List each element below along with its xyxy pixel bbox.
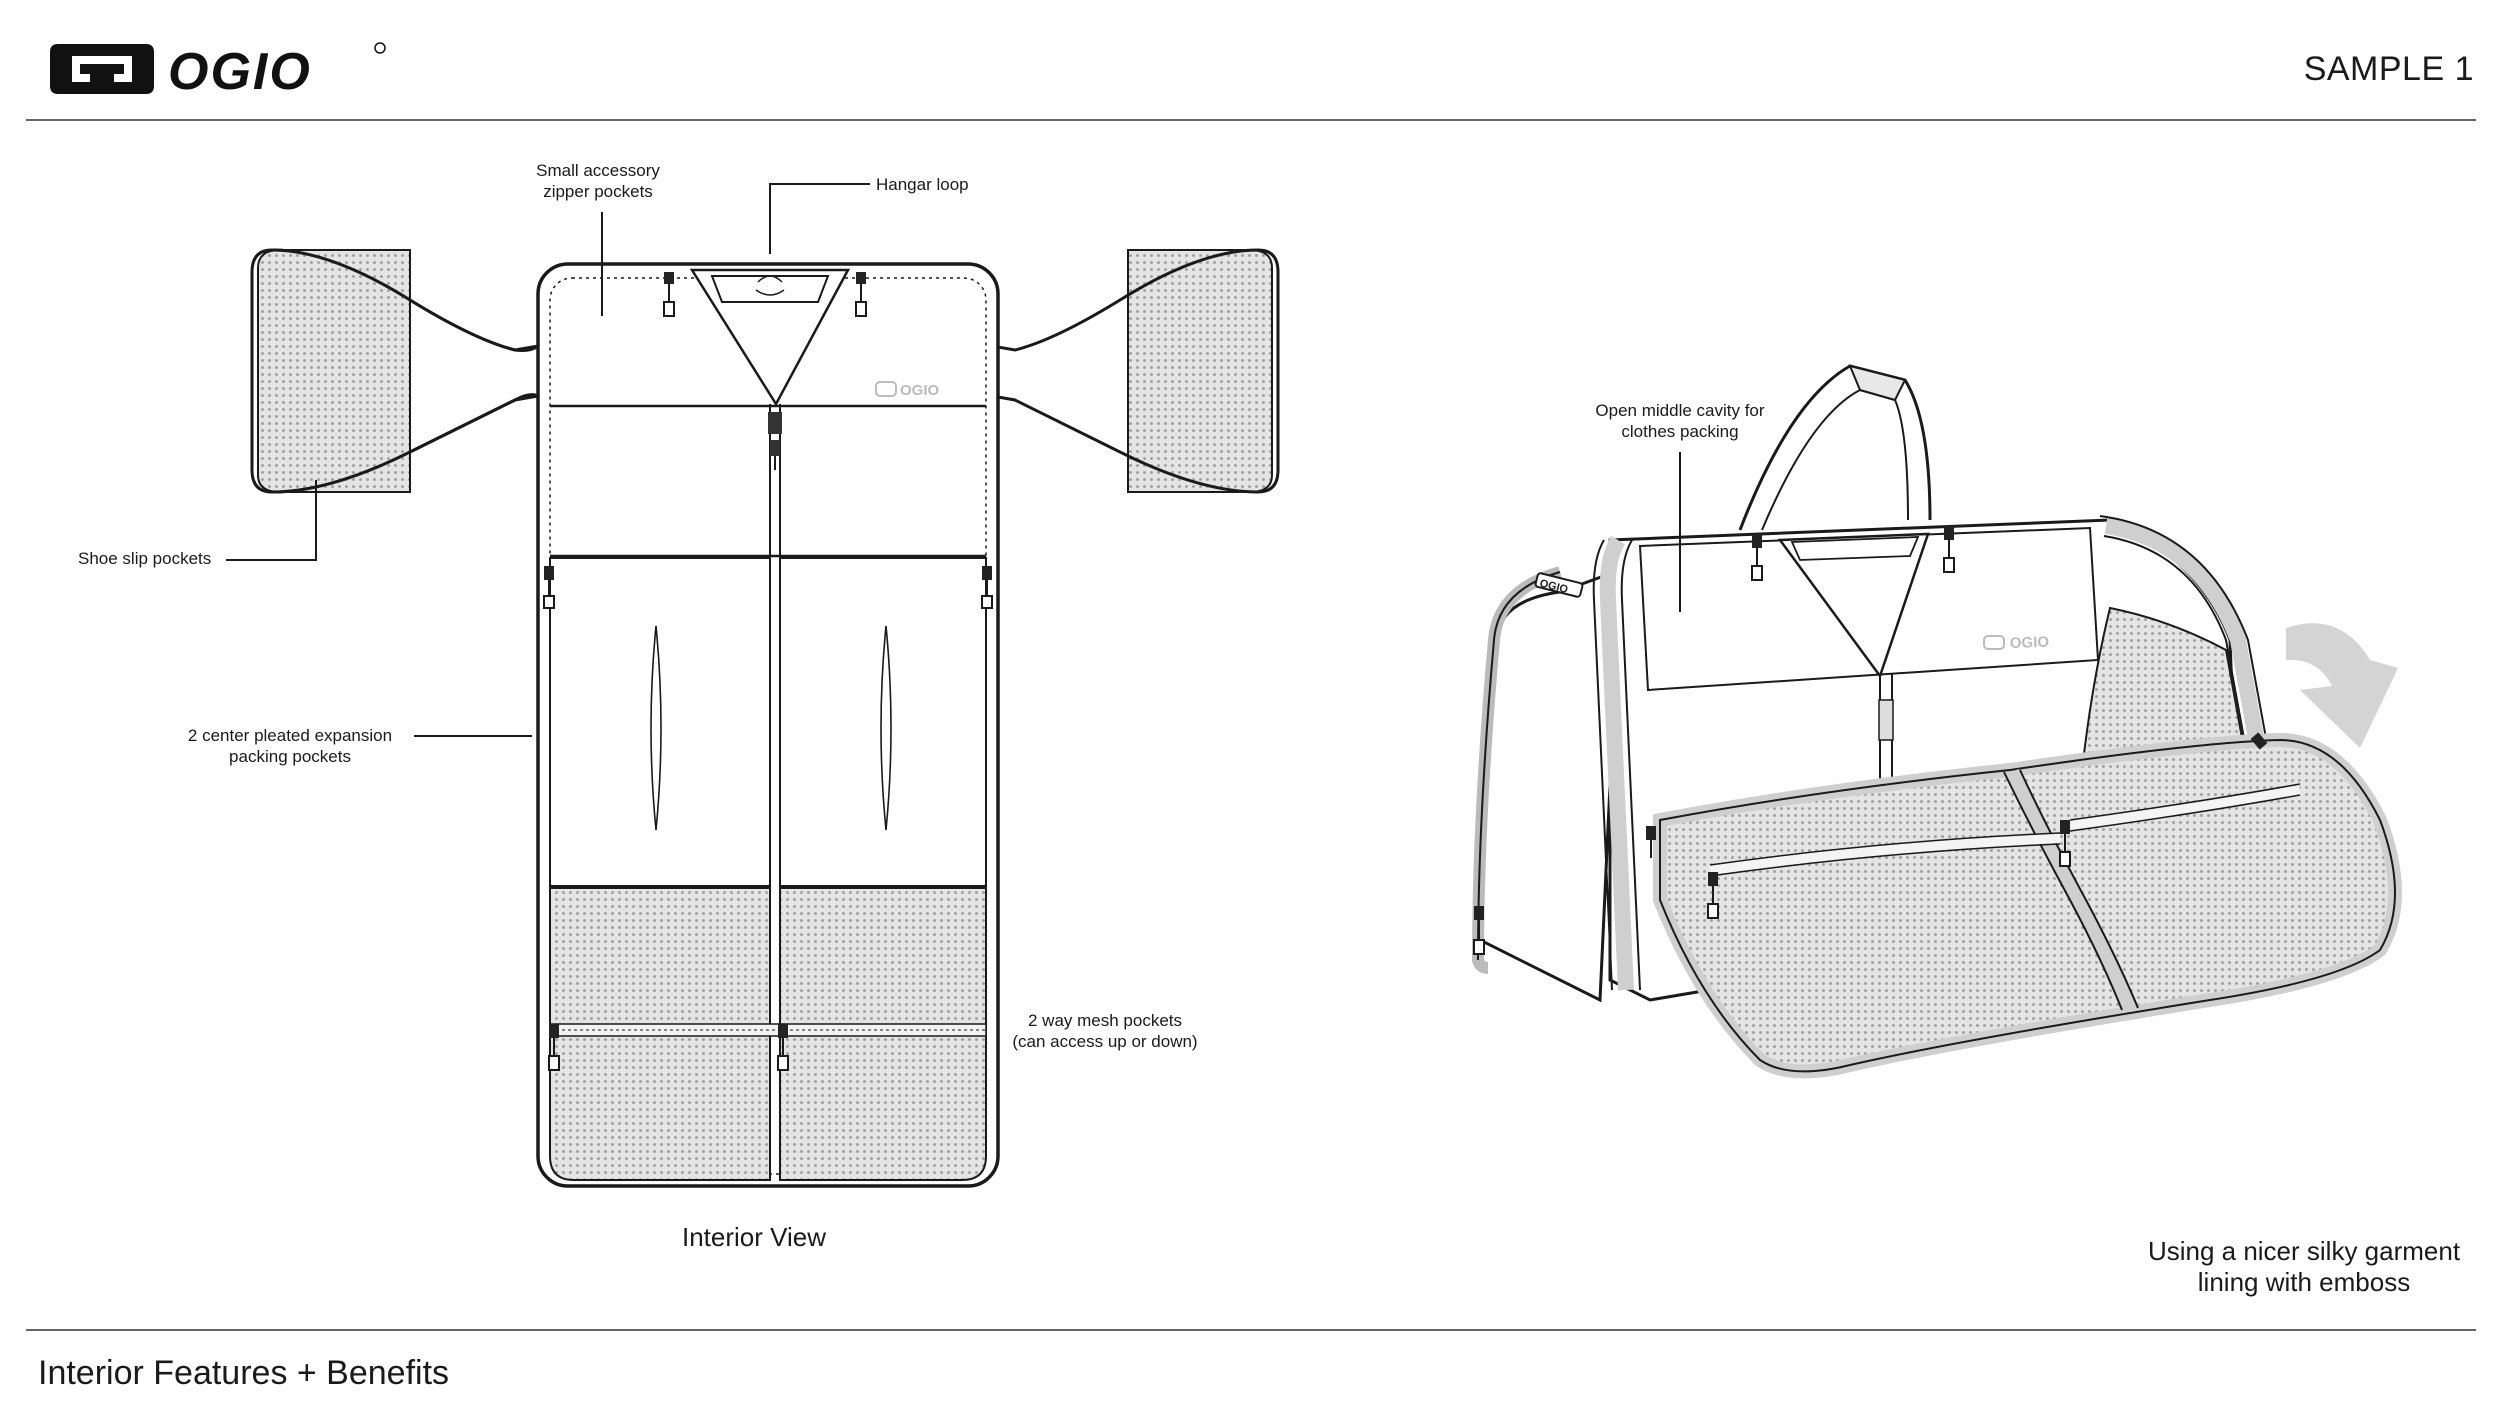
callout-accessory-pockets: Small accessory zipper pockets: [536, 161, 660, 201]
interior-view-drawing: OGIO: [250, 248, 1280, 1188]
zipper-pull: [663, 272, 867, 317]
header-divider: [26, 119, 2476, 121]
callout-mesh-pockets: 2 way mesh pockets (can access up or dow…: [1012, 1011, 1198, 1051]
ogio-logo-icon: OGIO: [50, 42, 386, 101]
brand-logo: OGIO: [50, 38, 390, 105]
callout-shoe-pockets: Shoe slip pockets: [78, 549, 212, 568]
footer-title: Interior Features + Benefits: [38, 1354, 450, 1392]
svg-text:OGIO: OGIO: [168, 43, 312, 100]
duffel-bag-drawing: OGIO OGIO: [1471, 364, 2402, 1079]
lining-note: Using a nicer silky garment lining with …: [2147, 1236, 2461, 1297]
shoe-pocket-left: [250, 248, 540, 494]
sample-label: SAMPLE 1: [2303, 50, 2474, 88]
callout-pleated-pockets: 2 center pleated expansion packing pocke…: [187, 726, 393, 766]
footer-divider: [26, 1329, 2476, 1331]
interior-view-caption: Interior View: [681, 1222, 827, 1252]
svg-text:OGIO: OGIO: [2010, 634, 2050, 652]
callout-middle-cavity: Open middle cavity for clothes packing: [1595, 401, 1765, 441]
svg-text:OGIO: OGIO: [900, 382, 940, 399]
shoe-pocket-right: [990, 248, 1280, 494]
open-direction-arrow: [2286, 623, 2398, 748]
callout-leaders-left: [226, 183, 870, 737]
callout-hangar-loop: Hangar loop: [876, 175, 969, 194]
